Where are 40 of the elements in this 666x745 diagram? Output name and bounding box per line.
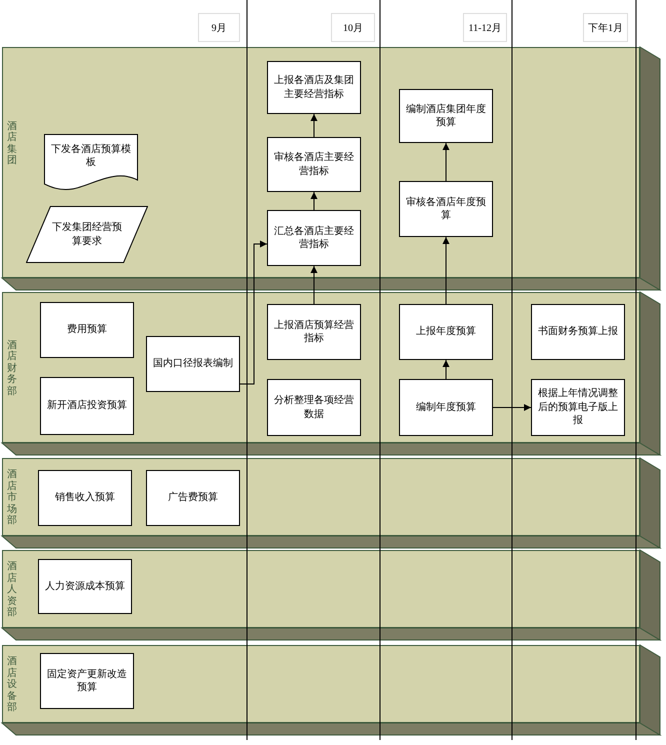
arrow [442, 360, 450, 380]
swimlane [2, 458, 640, 536]
process-box: 上报年度预算 [399, 304, 493, 360]
data-parallelogram: 下发集团经营预算要求 [26, 206, 148, 263]
lane-label: 酒店设备部 [7, 656, 18, 714]
arrow [442, 142, 450, 182]
process-box: 上报各酒店及集团主要经营指标 [267, 61, 361, 114]
arrow [442, 236, 450, 304]
arrow [240, 240, 268, 384]
process-box: 上报酒店预算经营指标 [267, 304, 361, 360]
process-box: 人力资源成本预算 [38, 559, 132, 614]
month-header: 11-12月 [463, 13, 507, 42]
lane-label: 酒店市场部 [7, 469, 18, 526]
month-header: 下年1月 [583, 13, 628, 42]
swimlane [2, 550, 640, 628]
process-box: 新开酒店投资预算 [40, 377, 134, 435]
process-box: 国内口径报表编制 [146, 336, 240, 392]
process-box: 分析整理各项经营数据 [267, 379, 361, 436]
lane-label: 酒店集团 [7, 120, 18, 166]
process-box: 汇总各酒店主要经营指标 [267, 210, 361, 266]
arrow [310, 114, 318, 138]
process-box: 书面财务预算上报 [531, 304, 625, 360]
process-box: 编制酒店集团年度预算 [399, 89, 493, 143]
swimlane [2, 645, 640, 723]
lane-label: 酒店人资部 [7, 561, 18, 618]
document-shape: 下发各酒店预算模板 [44, 134, 138, 190]
process-box: 根据上年情况调整后的预算电子版上报 [531, 379, 625, 436]
month-header: 9月 [198, 13, 240, 42]
month-header: 10月 [331, 13, 375, 42]
process-box: 销售收入预算 [38, 470, 132, 526]
arrow [310, 266, 318, 304]
arrow [492, 404, 532, 411]
process-box: 审核各酒店主要经营指标 [267, 137, 361, 192]
process-box: 固定资产更新改造预算 [40, 653, 134, 709]
process-box: 编制年度预算 [399, 379, 493, 436]
process-box: 广告费预算 [146, 470, 240, 526]
arrow [310, 192, 318, 210]
process-box: 费用预算 [40, 302, 134, 358]
lane-label: 酒店财务部 [7, 340, 18, 397]
process-box: 审核各酒店年度预算 [399, 181, 493, 237]
